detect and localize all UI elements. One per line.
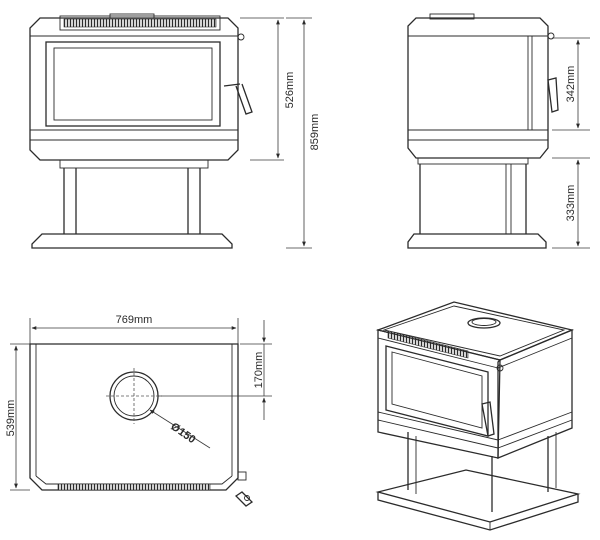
side-body-outline: [407, 17, 549, 159]
side-view: 342mm 333mm: [407, 13, 590, 249]
front-handle: [223, 83, 253, 115]
dim-top-539: 539mm: [5, 400, 17, 437]
dim-side-342: 342mm: [565, 66, 577, 103]
top-handle: [234, 491, 254, 507]
front-glass: [53, 47, 213, 121]
side-base: [407, 233, 547, 249]
dim-front-859: 859mm: [309, 114, 321, 151]
front-base: [31, 233, 233, 249]
top-view: 769mm Ø 150 170mm 539: [5, 314, 272, 507]
dim-side-333: 333mm: [565, 185, 577, 222]
front-knob: [237, 33, 245, 41]
front-body-outline: [29, 17, 239, 161]
front-top-grill: [59, 15, 221, 31]
isometric-view: [375, 301, 581, 531]
iso-side: [497, 329, 573, 459]
front-door: [45, 41, 221, 127]
iso-handle: [481, 401, 495, 437]
side-handle: [547, 77, 559, 113]
dim-top-769: 769mm: [116, 314, 153, 326]
dim-top-170: 170mm: [253, 352, 265, 389]
iso-front: [377, 329, 502, 459]
iso-flue: [467, 317, 501, 329]
front-view: 526mm 859mm: [29, 13, 321, 249]
top-front-grill: [57, 483, 211, 491]
dim-front-526: 526mm: [284, 72, 296, 109]
top-body-outline: [29, 343, 239, 491]
